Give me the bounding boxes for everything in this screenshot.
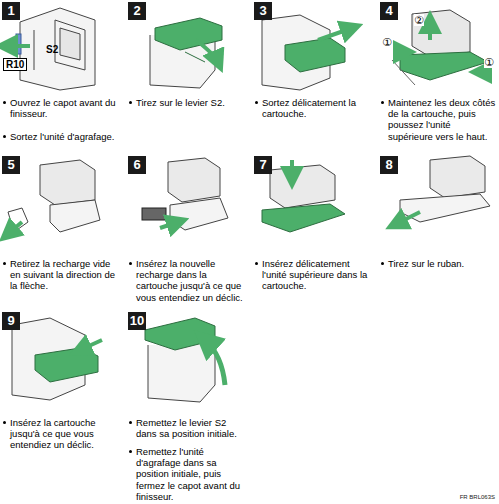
part-label: S2 bbox=[46, 44, 58, 55]
bullet-dot bbox=[3, 101, 6, 104]
instruction-text: Ouvrez le capot avant du finisseur. bbox=[10, 97, 118, 119]
arrow bbox=[6, 44, 30, 48]
instruction-item: Retirez la recharge vide en suivant la d… bbox=[2, 258, 118, 292]
arrow bbox=[205, 340, 225, 385]
callout-number: ① bbox=[382, 36, 392, 48]
instruction-item: Remettez l'unité d'agrafage dans sa posi… bbox=[128, 446, 244, 502]
instruction-text: Sortez l'unité d'agrafage. bbox=[10, 131, 118, 142]
arrow bbox=[318, 28, 352, 40]
step-number: 9 bbox=[2, 312, 20, 330]
instruction-text: Remettez l'unité d'agrafage dans sa posi… bbox=[136, 446, 244, 502]
panel-10-art bbox=[145, 318, 215, 402]
panel-2-art bbox=[150, 18, 222, 88]
bullet-dot bbox=[129, 450, 132, 453]
instruction-item: Insérez la cartouche jusqu'à ce que vous… bbox=[2, 417, 118, 451]
instruction-item: Sortez délicatement la cartouche. bbox=[254, 97, 370, 119]
panel-3-art bbox=[262, 15, 345, 90]
arrow bbox=[395, 50, 405, 54]
bullet-dot bbox=[381, 262, 384, 265]
arrow bbox=[80, 340, 102, 350]
arrow bbox=[428, 22, 432, 40]
instruction-text: Sortez délicatement la cartouche. bbox=[262, 97, 370, 119]
step-number: 5 bbox=[2, 156, 20, 174]
callout-number: ① bbox=[484, 56, 494, 68]
bullet-dot bbox=[255, 262, 258, 265]
panel-6-art bbox=[142, 158, 228, 230]
bullet-dot bbox=[129, 262, 132, 265]
instruction-item: Insérez délicatement l'unité supérieure … bbox=[254, 258, 370, 292]
instruction-item: Sortez l'unité d'agrafage. bbox=[2, 131, 118, 142]
bullet-dot bbox=[129, 101, 132, 104]
bullet-dot bbox=[3, 262, 6, 265]
bullet-dot bbox=[381, 101, 384, 104]
bullet-dot bbox=[255, 101, 258, 104]
instruction-text: Insérez délicatement l'unité supérieure … bbox=[262, 258, 370, 292]
step-number: 2 bbox=[128, 2, 146, 20]
callout-number: ② bbox=[414, 14, 424, 26]
bullet-dot bbox=[3, 135, 6, 138]
instruction-text: Tirez sur le ruban. bbox=[388, 258, 496, 269]
panel-8-art bbox=[400, 156, 490, 222]
panel-5-art bbox=[8, 160, 100, 232]
instruction-item: Ouvrez le capot avant du finisseur. bbox=[2, 97, 118, 119]
arrow bbox=[396, 212, 420, 224]
arrow bbox=[160, 222, 178, 228]
step-number: 7 bbox=[254, 156, 272, 174]
instruction-text: Retirez la recharge vide en suivant la d… bbox=[10, 258, 118, 292]
instruction-text: Insérez la nouvelle recharge dans la car… bbox=[136, 258, 244, 303]
step-number: 1 bbox=[2, 2, 20, 20]
instruction-item: Tirez sur le levier S2. bbox=[128, 97, 244, 108]
instruction-item: Insérez la nouvelle recharge dans la car… bbox=[128, 258, 244, 303]
panel-1-art bbox=[16, 8, 95, 90]
arrow bbox=[196, 40, 218, 62]
step-number: 6 bbox=[128, 156, 146, 174]
panel-7-art bbox=[262, 165, 345, 232]
panel-9-art bbox=[12, 318, 98, 400]
bullet-dot bbox=[3, 421, 6, 424]
instruction-text: Tirez sur le levier S2. bbox=[136, 97, 244, 108]
part-label: R10 bbox=[3, 58, 27, 71]
step-number: 3 bbox=[254, 2, 272, 20]
instruction-item: Remettez le levier S2 dans sa position i… bbox=[128, 417, 244, 439]
arrow bbox=[8, 222, 22, 234]
bullet-dot bbox=[129, 421, 132, 424]
figure-code: FR BRL063S bbox=[460, 494, 495, 501]
step-number: 10 bbox=[128, 312, 146, 330]
step-number: 4 bbox=[380, 2, 398, 20]
arrow bbox=[290, 160, 294, 178]
instruction-item: Maintenez les deux côtés de la cartouche… bbox=[380, 97, 496, 142]
instruction-item: Tirez sur le ruban. bbox=[380, 258, 496, 269]
instruction-text: Maintenez les deux côtés de la cartouche… bbox=[388, 97, 496, 142]
panel-4-art bbox=[392, 10, 488, 85]
instruction-text: Insérez la cartouche jusqu'à ce que vous… bbox=[10, 417, 118, 451]
step-number: 8 bbox=[380, 156, 398, 174]
arrow bbox=[480, 70, 490, 74]
instruction-text: Remettez le levier S2 dans sa position i… bbox=[136, 417, 244, 439]
